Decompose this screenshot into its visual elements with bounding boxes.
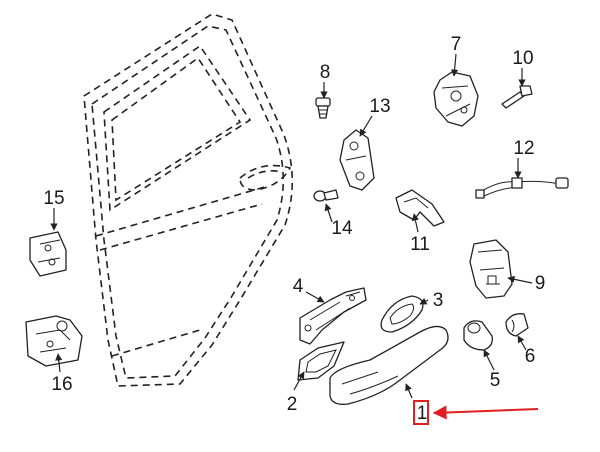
callout-5: 5 <box>490 370 501 391</box>
callout-14: 14 <box>331 218 353 239</box>
callout-8: 8 <box>320 62 331 83</box>
callout-10: 10 <box>512 48 533 69</box>
callout-12: 12 <box>513 138 534 159</box>
part-10-pin <box>501 85 533 109</box>
callout-7: 7 <box>451 34 462 55</box>
highlight-arrow <box>432 405 539 420</box>
callout-13: 13 <box>369 96 390 117</box>
part-16-lower-hinge <box>25 315 83 367</box>
part-4-handle-frame <box>299 287 367 345</box>
callout-15: 15 <box>43 188 64 209</box>
callout-9: 9 <box>535 273 546 294</box>
part-7-latch <box>433 71 479 127</box>
highlight-box <box>413 400 429 425</box>
callout-11: 11 <box>410 234 430 255</box>
callout-3: 3 <box>433 290 444 311</box>
part-3-bezel <box>380 295 424 333</box>
callout-4: 4 <box>293 276 304 297</box>
part-9-actuator <box>469 239 513 299</box>
part-6-cap <box>505 313 529 337</box>
part-12-wire-harness <box>475 177 569 199</box>
callout-2: 2 <box>287 394 298 415</box>
callout-16: 16 <box>51 374 72 395</box>
callout-6: 6 <box>525 346 536 367</box>
door-outline <box>83 13 294 387</box>
part-13-striker <box>339 129 375 191</box>
callouts: 1 2 3 4 5 6 7 8 9 10 11 12 13 14 15 16 <box>43 34 545 424</box>
highlight-part-1 <box>413 400 539 425</box>
part-2-gasket <box>297 341 345 381</box>
part-15-upper-hinge <box>29 231 67 277</box>
part-11-bracket <box>395 189 445 227</box>
part-14-striker-bolt <box>313 189 339 202</box>
part-8-bolt <box>315 97 331 119</box>
part-5-lock-cylinder <box>463 320 493 351</box>
part-1-outside-handle <box>329 325 449 405</box>
callout-1: 1 <box>417 403 428 424</box>
leader-lines <box>50 53 533 399</box>
